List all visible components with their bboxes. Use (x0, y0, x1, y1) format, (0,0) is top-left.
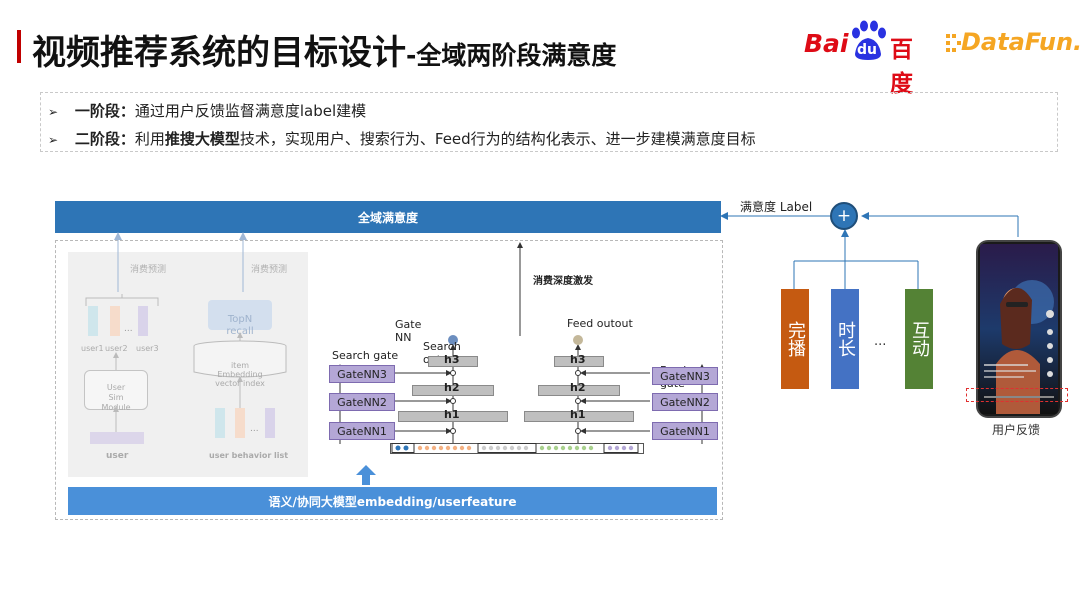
gatenn-right-3: GateNN3 (652, 367, 718, 385)
gatenn-right-1: GateNN1 (652, 422, 718, 440)
bullet-1: ➢ 一阶段：通过用户反馈监督满意度label建模 (48, 100, 366, 121)
user1-label: user1 (81, 344, 104, 353)
plus-icon: + (836, 206, 852, 226)
gate-nn-label: Gate NN (395, 318, 422, 344)
left-h1-label: h1 (444, 408, 460, 421)
user-bracket (85, 294, 159, 306)
left-panel-arrows (114, 232, 247, 292)
user2-label: user2 (105, 344, 128, 353)
phone-screen-image (980, 244, 1058, 414)
title-accent-bar (17, 30, 21, 63)
user-vectors: ... (86, 304, 156, 344)
bullet-2: ➢ 二阶段：利用推搜大模型技术，实现用户、搜索行为、Feed行为的结构化表示、进… (48, 128, 756, 149)
metric-interaction: 互动 (905, 289, 933, 389)
user1-vector (88, 306, 98, 336)
baidu-logo-cn: 百度 (890, 37, 913, 97)
top-bar-label: 全域满意度 (357, 210, 418, 225)
consume-predict-label-2: 消费预测 (251, 265, 288, 275)
user-vectors-ellipsis: ... (124, 324, 133, 334)
bullet-marker: ➢ (48, 105, 59, 119)
gatenn-left-2: GateNN2 (329, 393, 395, 411)
left-h3-bar (428, 356, 478, 367)
up-arrow-icon (356, 465, 376, 485)
bullet-2-text-after: 技术，实现用户、搜索行为、Feed行为的结构化表示、进一步建模满意度目标 (239, 130, 756, 148)
left-h3-label: h3 (444, 353, 460, 366)
bullet-1-lead: 一阶段： (74, 102, 135, 120)
plus-node: + (830, 202, 858, 230)
top-bar: 全域满意度 (55, 201, 721, 233)
gatenn-left-3: GateNN3 (329, 365, 395, 383)
bullet-marker: ➢ (48, 133, 59, 147)
user3-vector (138, 306, 148, 336)
user-label: user (106, 451, 129, 461)
bullet-2-bold-mid: 推搜大模型 (164, 130, 240, 148)
title-subtitle: -全域两阶段满意度 (406, 41, 617, 70)
topn-recall-label: TopN recall (226, 314, 254, 337)
baidu-logo-bai: Bai (804, 29, 849, 58)
feed-outout-label: Feed outout (567, 317, 633, 330)
embedding-strip-dots (391, 443, 639, 453)
left-h1-bar (398, 411, 508, 422)
bullet-1-text: 通过用户反馈监督满意度label建模 (134, 102, 367, 120)
user-feedback-label: 用户反馈 (992, 423, 1041, 437)
datafun-logo-text: DataFun. (961, 28, 1080, 56)
right-h3-bar (554, 356, 604, 367)
right-panel-lines (720, 212, 1019, 291)
user2-vector (110, 306, 120, 336)
left-h2-bar (412, 385, 494, 396)
metric-duration: 时长 (831, 289, 859, 389)
bottom-bar: 语义/协同大模型embedding/userfeature (68, 487, 717, 515)
paw-icon (852, 20, 886, 60)
search-gate-label: Search gate (332, 349, 399, 362)
vector-index-cylinder (193, 340, 287, 378)
datafun-dots-icon (946, 34, 961, 52)
left-h2-label: h2 (444, 381, 460, 394)
user-embedding-strip (90, 432, 144, 444)
page-title: 视频推荐系统的目标设计-全域两阶段满意度 (32, 25, 616, 74)
user-sim-arrows (113, 352, 119, 436)
feedback-highlight-box (966, 388, 1068, 402)
bullet-2-lead: 二阶段： (74, 130, 135, 148)
gatenn-right-2: GateNN2 (652, 393, 718, 411)
behavior-vec-1 (215, 408, 225, 438)
user3-label: user3 (136, 344, 159, 353)
title-main: 视频推荐系统的目标设计 (32, 33, 406, 73)
gatenn-left-1: GateNN1 (329, 422, 395, 440)
bottom-bar-label: 语义/协同大模型embedding/userfeature (268, 494, 517, 509)
right-h1-bar (524, 411, 634, 422)
behavior-vec-3 (265, 408, 275, 438)
metric-ellipsis: ... (874, 334, 887, 349)
bullet-2-text-before: 利用 (134, 130, 165, 148)
metric-finish: 完播 (781, 289, 809, 389)
consume-predict-label-1: 消费预测 (130, 265, 167, 275)
behavior-ellipsis: ... (250, 424, 259, 434)
topn-recall-box: TopN recall (208, 300, 272, 337)
left-panel: 消费预测 消费预测 ... user1 user2 user3 User Sim… (68, 232, 308, 477)
right-h1-label: h1 (570, 408, 586, 421)
item-embedding-label: item Embedding vector index (215, 361, 265, 388)
diagram-frame (55, 240, 723, 520)
user-behavior-list-label: user behavior list (209, 451, 289, 460)
deep-incentive-label: 消费深度激发 (533, 276, 593, 287)
baidu-logo: Bai du 百度 (804, 20, 932, 97)
baidu-logo-du: du (857, 42, 877, 58)
behavior-vec-2 (235, 408, 245, 438)
right-h3-label: h3 (570, 353, 586, 366)
bullet-box (40, 92, 1058, 152)
right-h2-label: h2 (570, 381, 586, 394)
right-h2-bar (538, 385, 620, 396)
satisfaction-label: 满意度 Label (740, 200, 813, 214)
